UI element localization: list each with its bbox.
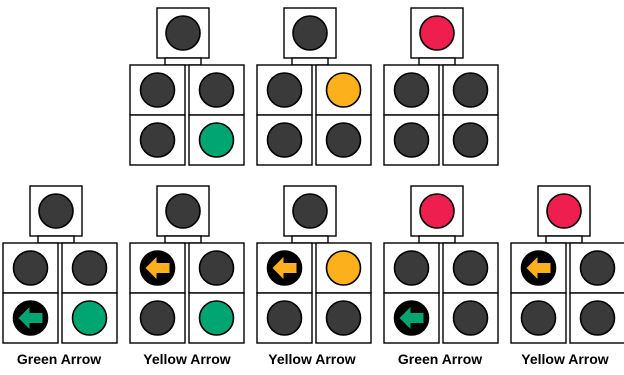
signal-8-left-2-lamp [522,301,556,335]
signal-head-5 [130,186,244,343]
signal-6-right-1-lamp [327,251,361,285]
signal-7-top-lamp [420,194,454,228]
signal-5-connector [165,236,201,243]
signal-caption-4: Green Arrow [0,351,121,367]
signal-3-connector [419,58,455,65]
signal-8-right-2-lamp [581,301,615,335]
signal-8-top-lamp [547,194,581,228]
signal-2-top-lamp [293,16,327,50]
signal-3-right-2-lamp [454,123,488,157]
signal-8-connector [546,236,582,243]
signal-3-left-2-lamp [395,123,429,157]
signal-3-right-1-lamp [454,73,488,107]
signal-3-left-1-lamp [395,73,429,107]
signal-5-left-2-lamp [141,301,175,335]
signal-8-right-1-lamp [581,251,615,285]
signal-6-top-lamp [293,194,327,228]
signal-6-left-2-lamp [268,301,302,335]
signal-head-6 [257,186,371,343]
signal-4-connector [38,236,74,243]
signal-2-right-1-lamp [327,73,361,107]
signal-head-3 [384,8,498,165]
signal-5-top-lamp [166,194,200,228]
signal-4-right-1-lamp [73,251,107,285]
signal-6-connector [292,236,328,243]
signal-2-left-1-lamp [268,73,302,107]
signal-4-left-1-lamp [14,251,48,285]
signal-3-top-lamp [420,16,454,50]
signal-7-right-1-lamp [454,251,488,285]
signal-head-2 [257,8,371,165]
signal-1-left-2-lamp [141,123,175,157]
signal-caption-8: Yellow Arrow [503,351,624,367]
signal-2-right-2-lamp [327,123,361,157]
signal-1-right-1-lamp [200,73,234,107]
signal-7-left-1-lamp [395,251,429,285]
signal-6-right-2-lamp [327,301,361,335]
signal-2-connector [292,58,328,65]
signal-1-connector [165,58,201,65]
signal-7-connector [419,236,455,243]
signal-7-right-2-lamp [454,301,488,335]
signal-5-right-1-lamp [200,251,234,285]
signal-1-top-lamp [166,16,200,50]
signal-head-4 [3,186,117,343]
signal-5-right-2-lamp [200,301,234,335]
signal-1-right-2-lamp [200,123,234,157]
signal-4-top-lamp [39,194,73,228]
signal-head-1 [130,8,244,165]
signal-1-left-1-lamp [141,73,175,107]
signal-head-8 [511,186,624,343]
signal-2-left-2-lamp [268,123,302,157]
signal-caption-5: Yellow Arrow [125,351,249,367]
signal-head-7 [384,186,498,343]
signal-4-right-2-lamp [73,301,107,335]
signal-caption-7: Green Arrow [378,351,502,367]
signal-caption-6: Yellow Arrow [250,351,374,367]
